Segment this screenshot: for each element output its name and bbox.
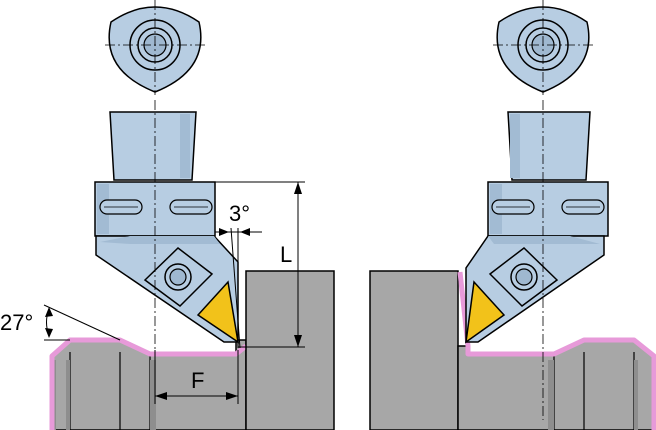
- right-shoulder-block: [369, 270, 459, 430]
- left-cutting-insert: [196, 280, 240, 344]
- dimension-L: [215, 181, 305, 348]
- left-holder-body: [94, 181, 216, 237]
- right-clamp-top-view: [493, 0, 596, 95]
- dimension-L-label: L: [280, 242, 292, 267]
- angle-27-degree-label: 27°: [0, 310, 33, 335]
- angle-27-degree-marker: [43, 304, 121, 341]
- dimension-F-label: F: [191, 368, 204, 393]
- right-insert-clamp: [488, 247, 559, 307]
- left-shoulder-block: [245, 270, 335, 430]
- angle-3-degree-marker: [215, 227, 262, 349]
- right-assembly: [369, 0, 656, 430]
- left-clamp-top-view: [105, 0, 208, 95]
- right-holder-shank: [507, 111, 591, 181]
- angle-3-degree-label: 3°: [229, 201, 250, 226]
- right-holder-body: [487, 181, 609, 237]
- right-finished-surface: [457, 271, 656, 430]
- right-cutting-insert: [465, 280, 506, 344]
- dimension-F: [154, 350, 239, 404]
- left-assembly: L F 3° 27°: [0, 0, 335, 430]
- left-holder-shank: [109, 111, 197, 181]
- left-insert-clamp: [143, 247, 214, 307]
